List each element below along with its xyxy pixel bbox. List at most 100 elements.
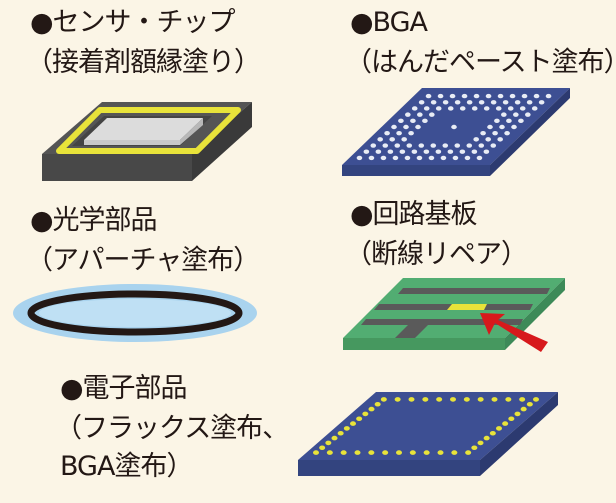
solder-ball [430, 143, 437, 148]
solder-ball [471, 106, 478, 111]
solder-ball [490, 100, 497, 105]
solder-ball [375, 149, 382, 154]
solder-ball [473, 93, 480, 99]
solder-ball [454, 100, 461, 105]
solder-ball [452, 155, 459, 161]
solder-ball [418, 143, 425, 148]
solder-ball [513, 112, 519, 117]
break-point [447, 304, 487, 310]
solder-ball [394, 143, 401, 148]
optical-lens-illustration [13, 284, 257, 342]
solder-ball [490, 143, 497, 148]
pcb-subtitle: （断線リペア） [345, 239, 528, 270]
flux-dot [463, 397, 470, 402]
solder-ball [442, 100, 449, 105]
flux-dot [422, 397, 429, 402]
flux-dot [350, 421, 356, 426]
flux-dot [483, 435, 490, 441]
flux-dot [423, 450, 430, 455]
sensor-subtitle: （接着剤額縁塗り） [26, 47, 261, 78]
solder-ball [387, 149, 394, 154]
flux-dot [394, 397, 401, 402]
solder-ball [442, 143, 449, 148]
solder-ball [392, 155, 399, 161]
flux-dot [362, 411, 369, 417]
solder-ball [416, 155, 423, 161]
flux-dot [368, 450, 375, 455]
flux-dot [496, 426, 502, 431]
solder-ball [398, 118, 404, 124]
solder-ball [494, 118, 500, 124]
flux-dot [450, 397, 456, 402]
solder-ball [377, 137, 383, 142]
solder-ball [449, 93, 456, 99]
solder-ball [519, 106, 526, 111]
solder-ball [466, 143, 473, 148]
solder-ball [478, 143, 485, 148]
flux-dot [374, 401, 381, 407]
solder-ball [399, 149, 406, 154]
solder-ball [384, 130, 390, 136]
pcb-illustration [343, 278, 565, 352]
sensor-chip-illustration [42, 102, 252, 181]
solder-ball [533, 93, 540, 99]
solder-ball [406, 143, 413, 148]
solder-ball [531, 106, 538, 111]
solder-ball [504, 130, 510, 136]
solder-ball [487, 124, 493, 130]
solder-ball [380, 155, 387, 161]
solder-ball [447, 149, 454, 154]
flux-dot [437, 450, 444, 455]
bga-title: ●BGA [350, 7, 428, 38]
solder-ball [471, 149, 478, 154]
sensor-title: ●センサ・チップ [30, 7, 236, 38]
flux-dot [343, 426, 350, 431]
flux-dot [489, 430, 496, 436]
flux-dot [451, 450, 458, 455]
solder-ball [370, 143, 377, 148]
optical-title: ●光学部品 [30, 205, 158, 236]
solder-ball [483, 106, 490, 111]
flux-dot [491, 397, 498, 402]
electronic-subtitle-1: （フラックス塗布、 [55, 413, 289, 444]
solder-ball [435, 106, 442, 111]
solder-ball [538, 100, 545, 105]
solder-ball [461, 93, 468, 99]
solder-ball [368, 155, 375, 161]
flux-dot [368, 406, 375, 412]
solder-ball [363, 149, 370, 154]
flux-dot [331, 435, 338, 441]
solder-ball [464, 155, 471, 161]
solder-ball [483, 149, 490, 154]
solder-ball [440, 155, 447, 161]
solder-ball [509, 93, 516, 99]
solder-ball [521, 93, 528, 99]
flux-dot [354, 450, 361, 455]
flux-dot [520, 406, 527, 412]
solder-ball [425, 93, 432, 99]
pcb-title: ●回路基板 [350, 199, 478, 230]
flux-dot [526, 401, 533, 407]
flux-dot [313, 450, 319, 455]
flux-dot [514, 411, 521, 417]
flux-dot [477, 440, 484, 446]
flux-dot [382, 450, 389, 455]
solder-ball [466, 100, 473, 105]
solder-ball [545, 93, 552, 99]
solder-ball [428, 155, 435, 161]
flux-dot [533, 397, 539, 402]
flux-dot [465, 450, 472, 455]
flux-dot [325, 440, 332, 446]
solder-ball [405, 112, 411, 117]
solder-ball [437, 93, 444, 99]
solder-ball [396, 130, 402, 136]
electronic-subtitle-2: BGA塗布） [60, 451, 193, 482]
solder-ball [506, 118, 512, 124]
flux-dot [337, 430, 344, 436]
solder-ball [410, 118, 416, 124]
electronic-component-illustration [298, 392, 558, 476]
solder-ball [473, 137, 479, 142]
solder-ball [454, 143, 461, 148]
flux-dot [519, 397, 526, 402]
solder-ball [485, 137, 491, 142]
